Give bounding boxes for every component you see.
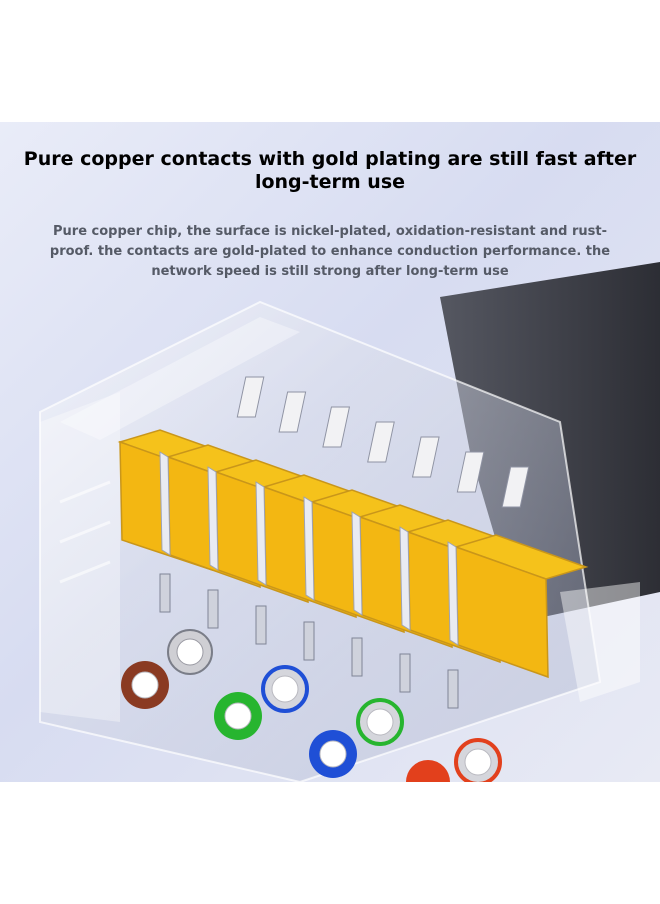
contact-blades <box>236 376 530 508</box>
wire-orange <box>406 760 450 782</box>
wire-ends <box>121 629 502 782</box>
contact-separators <box>159 451 459 646</box>
pin-legs <box>159 573 459 709</box>
description-text: Pure copper chip, the surface is nickel-… <box>49 224 611 279</box>
headline: Pure copper contacts with gold plating a… <box>23 148 637 193</box>
product-image-panel: Pure copper contacts with gold plating a… <box>0 122 660 782</box>
rj45-connector-illustration <box>39 262 660 782</box>
housing-highlight <box>60 317 300 440</box>
